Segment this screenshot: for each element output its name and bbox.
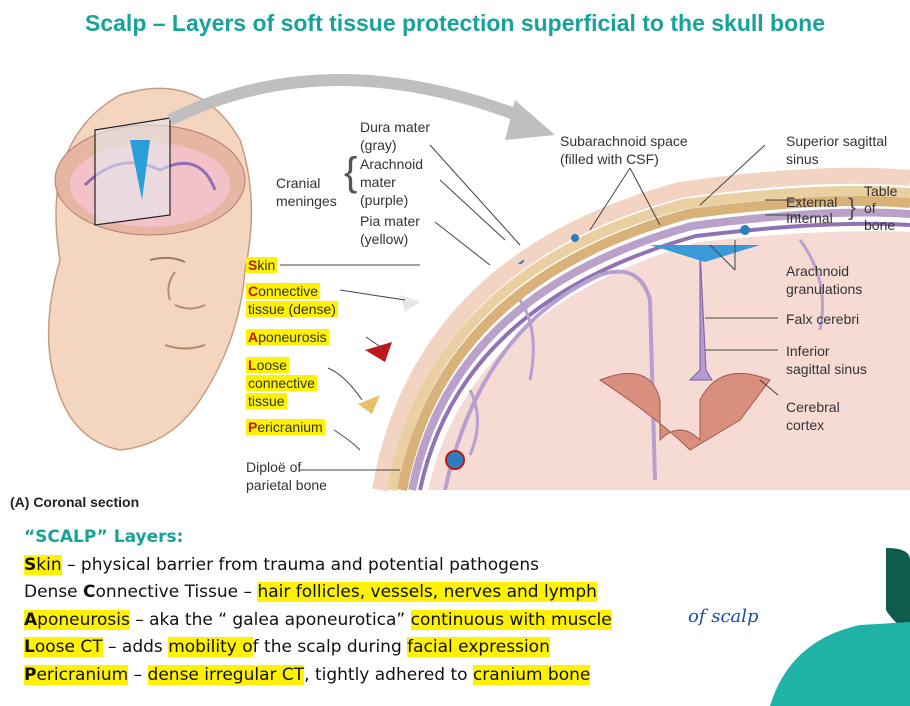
corner-decoration bbox=[0, 0, 910, 706]
